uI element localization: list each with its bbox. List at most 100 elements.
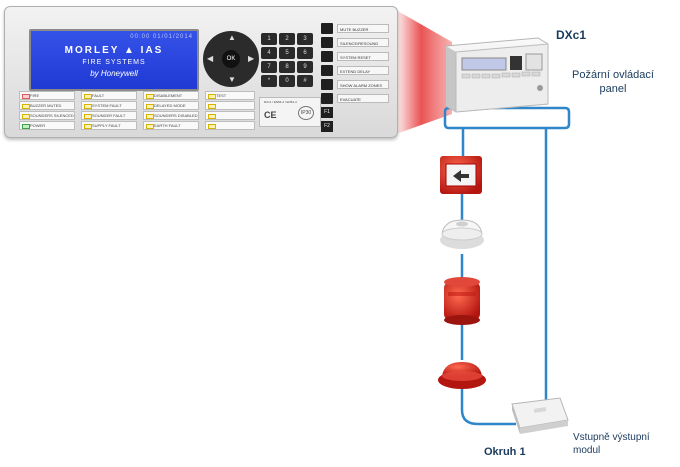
- function-key-label: SHOW ALARM ZONES: [337, 80, 389, 89]
- certification-text: DXc1 / EN54-2 / EN54-4: [264, 100, 297, 104]
- keypad-key[interactable]: 4: [261, 47, 277, 59]
- indicator-label: SOUNDERS SILENCED: [30, 113, 74, 118]
- indicator-fire: FIRE: [19, 91, 75, 100]
- keypad-key[interactable]: #: [297, 75, 313, 87]
- sounder: [444, 277, 480, 325]
- indicator-sounders-silenced: SOUNDERS SILENCED: [19, 111, 75, 120]
- brand-logo: MORLEY ▲ IAS: [64, 45, 164, 56]
- indicator-label: DELAYED MODE: [154, 103, 186, 108]
- loop-wire-devices: [460, 128, 516, 426]
- evacuate-button[interactable]: [321, 93, 333, 104]
- led-icon: [208, 124, 216, 129]
- keypad-key[interactable]: 5: [279, 47, 295, 59]
- keypad-key[interactable]: 9: [297, 61, 313, 73]
- keypad-key[interactable]: 0: [279, 75, 295, 87]
- indicator-label: EARTH FAULT: [154, 123, 181, 128]
- keypad-key[interactable]: 6: [297, 47, 313, 59]
- f2-button[interactable]: F2: [321, 121, 333, 132]
- numeric-keypad: 1 2 3 4 5 6 7 8 9 * 0 #: [259, 31, 317, 89]
- indicator-label: BUZZER MUTED: [30, 103, 62, 108]
- function-key-label: EXTEND DELAY: [337, 66, 389, 75]
- indicator-power: POWER: [19, 121, 75, 130]
- led-icon: [84, 114, 92, 119]
- led-icon: [208, 104, 216, 109]
- indicator-sounders-disabled: SOUNDERS DISABLED: [143, 111, 199, 120]
- keypad-key[interactable]: 1: [261, 33, 277, 45]
- led-icon: [146, 124, 154, 129]
- led-icon: [146, 104, 154, 109]
- indicator-label: SUPPLY FAULT: [92, 123, 121, 128]
- led-icon: [22, 94, 30, 99]
- indicator-label: SOUNDERS DISABLED: [154, 113, 198, 118]
- function-key-label: SYSTEM RESET: [337, 52, 389, 61]
- function-key-label: EVACUATE: [337, 94, 389, 103]
- indicator-disablement: DISABLEMENT: [143, 91, 199, 100]
- indicator-label: POWER: [30, 123, 46, 128]
- indicator-system-fault: SYSTEM FAULT: [81, 101, 137, 110]
- smoke-detector: [440, 219, 484, 249]
- show-alarm-zones-button[interactable]: [321, 79, 333, 90]
- function-key-label: SILENCE/RESOUND: [337, 38, 389, 47]
- panel-model-title: DXc1: [556, 28, 587, 42]
- indicator-blank: [205, 121, 255, 130]
- indicator-test: TEST: [205, 91, 255, 100]
- keypad-key[interactable]: 3: [297, 33, 313, 45]
- system-reset-button[interactable]: [321, 51, 333, 62]
- indicator-label: SYSTEM FAULT: [92, 103, 122, 108]
- silence-resound-button[interactable]: [321, 37, 333, 48]
- indicator-blank: [205, 101, 255, 110]
- keypad-key[interactable]: 2: [279, 33, 295, 45]
- navigation-pad[interactable]: ▲ ▼ ◀ ▶ OK: [203, 31, 259, 87]
- fire-panel-enclosure: [445, 37, 549, 113]
- indicator-buzzer-muted: BUZZER MUTED: [19, 101, 75, 110]
- lcd-display: 00:00 01/01/2014 MORLEY ▲ IAS FIRE SYSTE…: [29, 29, 199, 91]
- extend-delay-button[interactable]: [321, 65, 333, 76]
- panel-caption: Požární ovládací panel: [572, 69, 654, 95]
- f1-button[interactable]: F1: [321, 107, 333, 118]
- indicator-sounder-fault: SOUNDER FAULT: [81, 111, 137, 120]
- led-icon: [84, 104, 92, 109]
- indicator-supply-fault: SUPPLY FAULT: [81, 121, 137, 130]
- led-icon: [22, 104, 30, 109]
- keypad-key[interactable]: 7: [261, 61, 277, 73]
- led-icon: [208, 114, 216, 119]
- io-module: [511, 397, 569, 434]
- indicator-fault: FAULT: [81, 91, 137, 100]
- arrow-right-icon[interactable]: ▶: [248, 54, 255, 63]
- manual-call-point: [440, 156, 482, 194]
- panel-front-zoom: 00:00 01/01/2014 MORLEY ▲ IAS FIRE SYSTE…: [4, 6, 398, 138]
- brand-sub: by Honeywell: [90, 69, 138, 78]
- ok-button[interactable]: OK: [222, 50, 240, 68]
- led-icon: [22, 114, 30, 119]
- indicator-label: TEST: [216, 93, 227, 98]
- arrow-down-icon[interactable]: ▼: [228, 75, 236, 84]
- led-icon: [84, 94, 92, 99]
- zoom-projection: [396, 10, 452, 134]
- indicator-label: DISABLEMENT: [154, 93, 183, 98]
- loop-caption: Okruh 1: [484, 446, 526, 458]
- arrow-left-icon[interactable]: ◀: [207, 54, 214, 63]
- keypad-key[interactable]: *: [261, 75, 277, 87]
- indicator-label: FIRE: [30, 93, 40, 98]
- certification-plate: DXc1 / EN54-2 / EN54-4 CE IP30: [259, 97, 321, 127]
- function-key-label: MUTE BUZZER: [337, 24, 389, 33]
- led-icon: [208, 94, 216, 99]
- function-keys: MUTE BUZZER SILENCE/RESOUND SYSTEM RESET…: [321, 23, 391, 132]
- indicator-label: SOUNDER FAULT: [92, 113, 126, 118]
- mute-buzzer-button[interactable]: [321, 23, 333, 34]
- lcd-status-line: 00:00 01/01/2014: [130, 34, 193, 40]
- led-icon: [84, 124, 92, 129]
- keypad-key[interactable]: 8: [279, 61, 295, 73]
- indicator-blank: [205, 111, 255, 120]
- led-icon: [146, 114, 154, 119]
- arrow-up-icon[interactable]: ▲: [228, 33, 236, 42]
- beacon: [438, 362, 486, 389]
- brand-tagline: FIRE SYSTEMS: [82, 59, 146, 66]
- indicator-delayed-mode: DELAYED MODE: [143, 101, 199, 110]
- led-icon: [146, 94, 154, 99]
- loop-wiring: [443, 106, 571, 130]
- module-caption: Vstupně výstupní modul: [573, 432, 650, 456]
- indicator-label: FAULT: [92, 93, 105, 98]
- indicator-earth-fault: EARTH FAULT: [143, 121, 199, 130]
